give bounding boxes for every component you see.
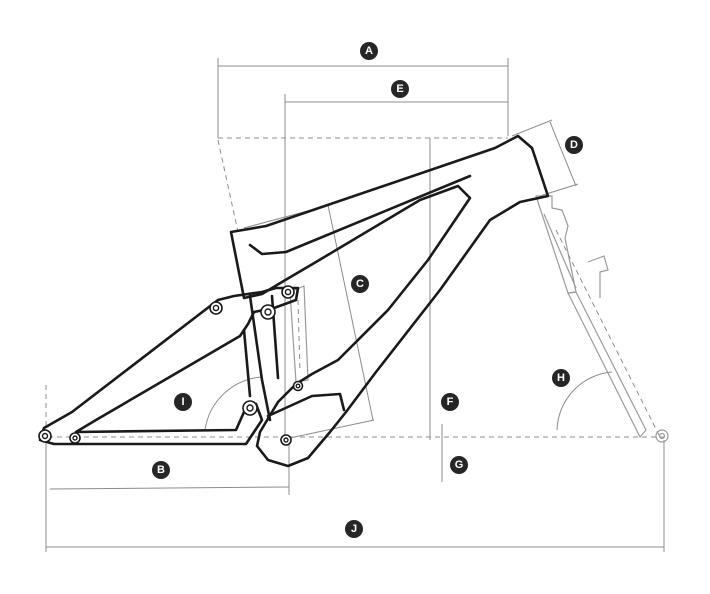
fork — [535, 195, 669, 443]
marker-g: G — [450, 456, 468, 474]
pivots — [38, 285, 304, 446]
marker-d-label: D — [570, 139, 578, 151]
marker-b-label: B — [157, 464, 165, 476]
rear-shock — [289, 285, 309, 383]
dim-b-line — [49, 486, 290, 490]
marker-e: E — [391, 80, 409, 98]
marker-h: H — [552, 369, 570, 387]
marker-b: B — [152, 461, 170, 479]
marker-c-label: C — [356, 278, 364, 290]
bike-frame — [38, 134, 550, 468]
marker-h-label: H — [557, 372, 565, 384]
marker-c: C — [351, 275, 369, 293]
marker-a: A — [360, 42, 378, 60]
dim-i-arc — [204, 376, 263, 431]
marker-f-label: F — [447, 396, 454, 408]
dim-c-line — [327, 204, 374, 421]
marker-f: F — [441, 393, 459, 411]
marker-d: D — [565, 136, 583, 154]
marker-e-label: E — [396, 83, 403, 95]
dim-h-arc — [556, 371, 613, 431]
dimension-lines — [45, 58, 665, 552]
marker-a-label: A — [365, 45, 373, 57]
marker-j-label: J — [351, 523, 357, 535]
dim-d-line — [549, 121, 577, 187]
marker-j: J — [345, 520, 363, 538]
marker-i: I — [174, 393, 192, 411]
marker-i-label: I — [181, 396, 184, 408]
marker-g-label: G — [455, 459, 464, 471]
